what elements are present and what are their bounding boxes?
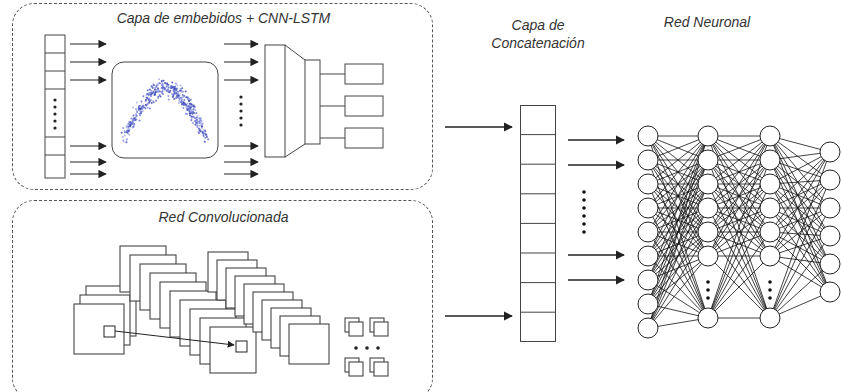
conv-feature-maps [74, 246, 329, 373]
cnn-lstm-group: Capa de embebidos + CNN-LSTM [12, 3, 433, 190]
cnn-lstm-blocks [265, 45, 383, 157]
conv-kernel [104, 326, 247, 352]
pooled-maps [345, 318, 388, 376]
network-weights [648, 136, 830, 328]
group-title: Capa de Concatenación [468, 17, 608, 52]
embedding-scatter [121, 78, 210, 143]
cnn-group: Red Convolucionada [12, 200, 433, 392]
flow-arrow [568, 140, 624, 280]
group-title: Capa de embebidos + CNN-LSTM [13, 10, 434, 28]
group-title: Red Neuronal [632, 14, 782, 32]
group-title: Red Convolucionada [13, 209, 434, 227]
embedding-vector [45, 35, 65, 178]
network-dots [582, 190, 772, 300]
concat-cells [520, 105, 556, 342]
embedding-space [112, 62, 218, 158]
embedding-arrows [70, 44, 258, 174]
flow-arrow [445, 126, 512, 127]
concat-vector: Capa de Concatenación [520, 105, 556, 342]
network-neurons [638, 126, 840, 338]
flow-arrow [445, 315, 512, 316]
neural-network: Red Neuronal [632, 124, 842, 342]
pooled-dots [354, 346, 380, 350]
